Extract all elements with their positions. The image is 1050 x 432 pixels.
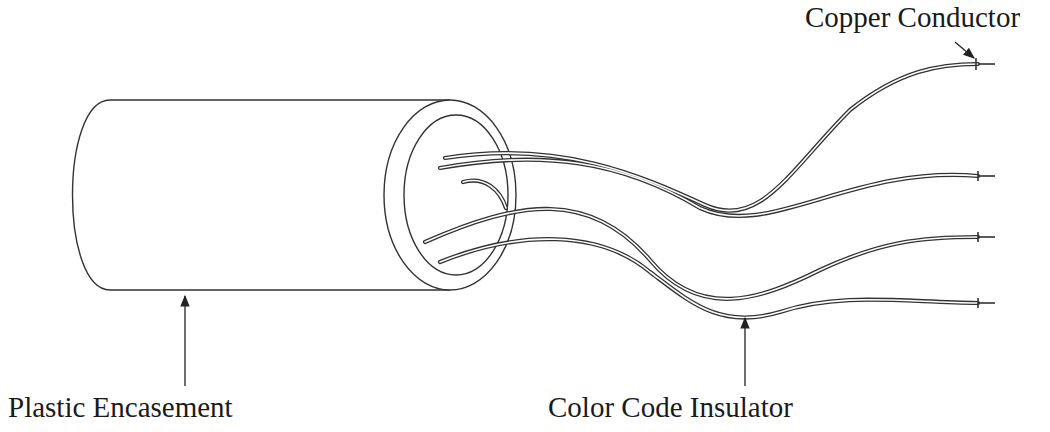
copper-conductor-ends bbox=[976, 58, 995, 308]
leader-arrows bbox=[185, 42, 974, 386]
plastic-encasement bbox=[73, 100, 517, 290]
part-label: Plastic Encasement bbox=[6, 392, 235, 424]
part-label: Copper Conductor bbox=[803, 2, 1022, 34]
part-label: Color Code Insulator bbox=[546, 392, 795, 424]
insulated-wires bbox=[425, 64, 978, 318]
